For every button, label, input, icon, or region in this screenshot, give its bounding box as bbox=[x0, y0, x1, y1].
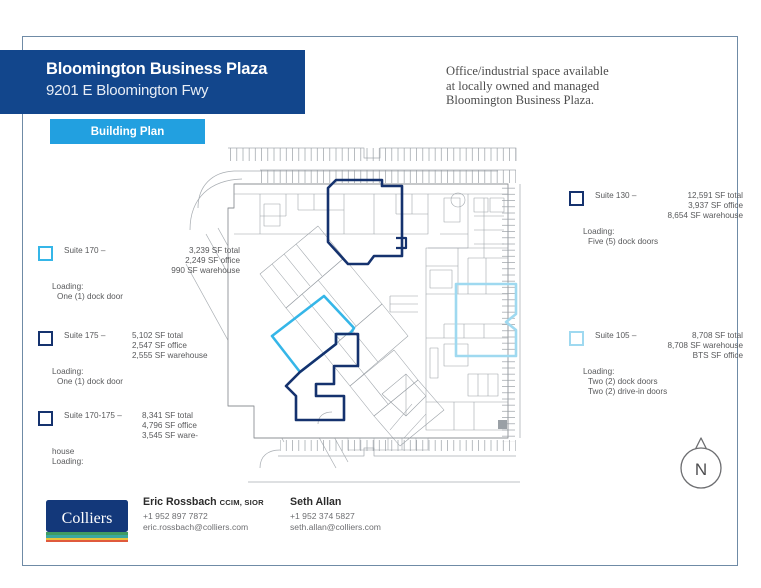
suite-175-total: 5,102 SF total bbox=[132, 331, 183, 340]
intro-paragraph: Office/industrial space available at loc… bbox=[446, 64, 696, 108]
compass-north-label: N bbox=[695, 460, 707, 479]
suite-130-office: 3,937 SF office bbox=[688, 201, 743, 211]
contact-phone-2[interactable]: +1 952 374 5827 bbox=[290, 510, 355, 521]
page-subtitle-address: 9201 E Bloomington Fwy bbox=[46, 82, 209, 99]
suite-170-name: Suite 170 – bbox=[64, 246, 106, 255]
page-title: Bloomington Business Plaza bbox=[46, 60, 268, 78]
legend-swatch-suite-170 bbox=[38, 246, 53, 261]
legend-text-suite-170: Suite 170 – bbox=[64, 246, 105, 256]
suite-105-loading-detail-1: Two (2) dock doors bbox=[588, 377, 658, 387]
suite-130-warehouse: 8,654 SF warehouse bbox=[667, 211, 743, 221]
legend-swatch-suite-175 bbox=[38, 331, 53, 346]
contact-phone-1[interactable]: +1 952 897 7872 bbox=[143, 510, 208, 521]
suite-130-outline bbox=[326, 178, 404, 266]
floor-plan-drawing bbox=[185, 147, 521, 483]
legend-text-suite-175: Suite 175 – bbox=[64, 331, 105, 341]
suite-130-loading-label: Loading: bbox=[583, 227, 615, 236]
suite-130-total: 12,591 SF total bbox=[687, 191, 743, 200]
contact-eric-rossbach: Eric Rossbach CCIM, SIOR +1 952 897 7872… bbox=[143, 496, 264, 534]
contact-designations-1: CCIM, SIOR bbox=[219, 498, 264, 507]
contact-name-2: Seth Allan bbox=[290, 496, 342, 508]
suite-170-warehouse: 990 SF warehouse bbox=[171, 266, 240, 276]
building-plan-tab-label: Building Plan bbox=[90, 125, 165, 138]
suite-105-office: BTS SF office bbox=[692, 351, 743, 361]
legend-text-suite-105: Suite 105 – bbox=[595, 331, 636, 341]
suite-130-loading-detail: Five (5) dock doors bbox=[588, 237, 659, 247]
contact-name-1: Eric Rossbach CCIM, SIOR bbox=[143, 496, 264, 508]
north-compass: N bbox=[680, 437, 722, 489]
page-border bbox=[22, 36, 738, 566]
suite-105-loading-label: Loading: bbox=[583, 367, 615, 376]
suite-175-loading-detail: One (1) dock door bbox=[57, 377, 123, 387]
intro-line-3: Bloomington Business Plaza. bbox=[446, 93, 594, 108]
suite-170-loading-detail: One (1) dock door bbox=[57, 292, 123, 302]
intro-line-1: Office/industrial space available bbox=[446, 64, 609, 78]
suite-170-175-office: 4,796 SF office bbox=[142, 421, 197, 431]
contact-seth-allan: Seth Allan +1 952 374 5827 seth.allan@co… bbox=[290, 496, 381, 534]
legend-text-suite-130: Suite 130 – bbox=[595, 191, 636, 201]
suite-175-outline bbox=[284, 332, 360, 422]
legend-swatch-suite-170-175 bbox=[38, 411, 53, 426]
contact-email-2[interactable]: seth.allan@colliers.com bbox=[290, 522, 381, 533]
suite-170-175-total: 8,341 SF total bbox=[142, 411, 193, 420]
suite-175-warehouse: 2,555 SF warehouse bbox=[132, 351, 208, 361]
suite-170-175-warehouse-wrap: house bbox=[52, 447, 75, 456]
suite-175-office: 2,547 SF office bbox=[132, 341, 187, 351]
suite-170-175-name: Suite 170-175 – bbox=[64, 411, 122, 420]
legend-swatch-suite-105 bbox=[569, 331, 584, 346]
suite-170-175-loading-label: Loading: bbox=[52, 457, 84, 467]
suite-175-loading-label: Loading: bbox=[52, 367, 84, 376]
suite-175-name: Suite 175 – bbox=[64, 331, 106, 340]
suite-170-loading-label: Loading: bbox=[52, 282, 84, 291]
suite-105-warehouse: 8,708 SF warehouse bbox=[667, 341, 743, 351]
contact-email-1[interactable]: eric.rossbach@colliers.com bbox=[143, 522, 249, 533]
suite-105-name: Suite 105 – bbox=[595, 331, 637, 340]
suite-170-office: 2,249 SF office bbox=[185, 256, 240, 266]
intro-line-2: at locally owned and managed bbox=[446, 78, 600, 93]
colliers-logo: Colliers bbox=[46, 500, 128, 542]
legend-text-suite-170-175: Suite 170-175 – bbox=[64, 411, 122, 421]
suite-105-outline bbox=[454, 282, 518, 358]
colliers-logo-text: Colliers bbox=[62, 510, 113, 527]
suite-105-total: 8,708 SF total bbox=[692, 331, 743, 340]
suite-170-total: 3,239 SF total bbox=[189, 246, 240, 255]
legend-swatch-suite-130 bbox=[569, 191, 584, 206]
suite-170-175-warehouse: 3,545 SF ware- bbox=[142, 431, 198, 441]
suite-130-name: Suite 130 – bbox=[595, 191, 637, 200]
header-banner bbox=[0, 50, 305, 114]
suite-105-loading-detail-2: Two (2) drive-in doors bbox=[588, 387, 668, 397]
building-plan-tab[interactable] bbox=[50, 119, 205, 144]
